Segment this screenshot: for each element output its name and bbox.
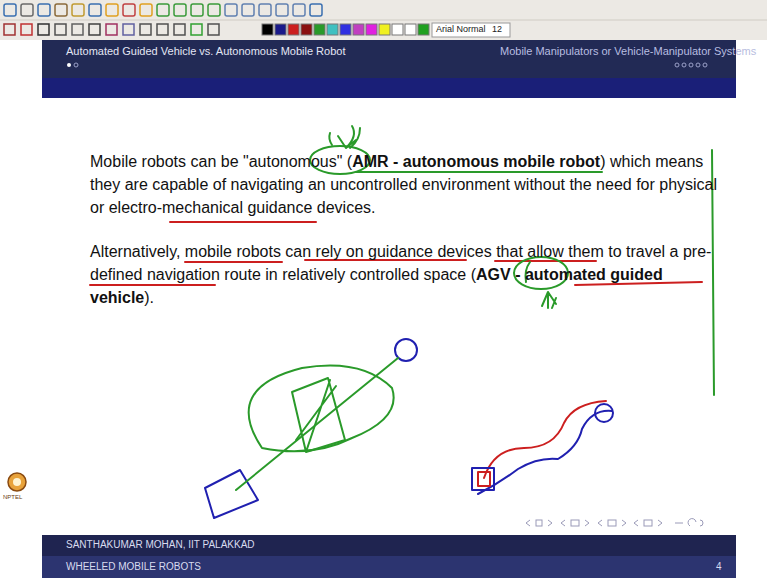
color-swatch: [340, 24, 351, 35]
toolbar-icon: [191, 4, 203, 16]
color-swatch: [301, 24, 312, 35]
nptel-logo: [13, 478, 21, 486]
color-swatch: [314, 24, 325, 35]
color-swatch: [392, 24, 403, 35]
toolbar-icon: [140, 24, 151, 35]
toolbar-icon: [72, 4, 84, 16]
toolbar-icon: [174, 24, 185, 35]
font-box: [432, 23, 510, 37]
toolbar-icon: [72, 24, 83, 35]
toolbar: [0, 0, 767, 40]
footer-author: SANTHAKUMAR MOHAN, IIT PALAKKAD: [66, 539, 255, 550]
nav-dot: [67, 63, 71, 67]
body-paragraph: Mobile robots can be "autonomous" (AMR -…: [90, 150, 720, 219]
color-swatch: [405, 24, 416, 35]
color-swatch: [418, 24, 429, 35]
color-swatch: [275, 24, 286, 35]
toolbar-icon: [123, 24, 134, 35]
nav-dot: [74, 63, 78, 67]
toolbar-icon: [89, 24, 100, 35]
toolbar-icons: [4, 4, 322, 16]
toolbar-icon: [21, 24, 32, 35]
toolbar-icon: [21, 4, 33, 16]
toolbar-icon: [38, 24, 49, 35]
toolbar-icons: [4, 23, 510, 37]
toolbar-icon: [140, 4, 152, 16]
toolbar-icon: [123, 4, 135, 16]
body-text: Mobile robots can be "autonomous" (: [90, 153, 352, 170]
toolbar-icon: [157, 4, 169, 16]
toolbar-icon: [55, 4, 67, 16]
toolbar-icon: [4, 4, 16, 16]
slide-section-title: Automated Guided Vehicle vs. Autonomous …: [66, 45, 345, 57]
footer-band: [42, 556, 736, 578]
footer-bar: [42, 535, 736, 556]
toolbar-icon: [174, 4, 186, 16]
toolbar-icon: [106, 4, 118, 16]
nptel-logo: [8, 473, 26, 491]
font-name: Arial Normal: [436, 24, 486, 34]
toolbar-icon: [208, 4, 220, 16]
color-swatch: [379, 24, 390, 35]
toolbar-icon: [38, 4, 50, 16]
page-number: 4: [716, 561, 722, 572]
slide-topic-title: Mobile Manipulators or Vehicle-Manipulat…: [500, 45, 756, 57]
toolbar-icon: [293, 4, 305, 16]
color-swatch: [327, 24, 338, 35]
color-swatch: [288, 24, 299, 35]
beamer-nav-symbols: [526, 519, 703, 526]
header-band: [42, 78, 736, 98]
toolbar-icon: [259, 4, 271, 16]
color-swatch: [262, 24, 273, 35]
color-swatch: [366, 24, 377, 35]
term-definition: AMR - autonomous mobile robot: [352, 153, 600, 170]
toolbar-icon: [191, 24, 202, 35]
color-swatch: [353, 24, 364, 35]
toolbar-icon: [89, 4, 101, 16]
toolbar-icon: [55, 24, 66, 35]
toolbar-divider: [0, 20, 767, 21]
body-paragraph: Alternatively, mobile robots can rely on…: [90, 240, 720, 309]
logo-text: NPTEL: [3, 494, 22, 500]
footer-course: WHEELED MOBILE ROBOTS: [66, 561, 201, 572]
toolbar-icon: [208, 24, 219, 35]
toolbar-icon: [106, 24, 117, 35]
toolbar-icon: [157, 24, 168, 35]
toolbar-icon: [276, 4, 288, 16]
toolbar-icon: [242, 4, 254, 16]
toolbar-icon: [4, 24, 15, 35]
body-text: ).: [144, 289, 154, 306]
font-size: 12: [492, 24, 502, 34]
toolbar-icon: [225, 4, 237, 16]
toolbar-icon: [310, 4, 322, 16]
nav-dots: [675, 63, 707, 67]
